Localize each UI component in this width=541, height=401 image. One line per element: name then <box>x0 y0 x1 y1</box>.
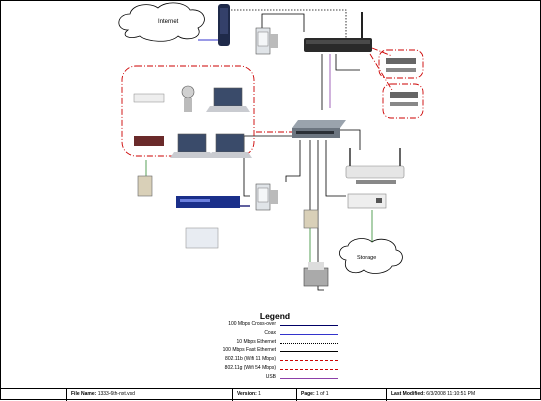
network-switch-icon <box>292 120 346 138</box>
cable-modem-icon <box>218 4 230 46</box>
switch-ap-line <box>332 129 361 150</box>
legend-title: Legend <box>259 311 291 321</box>
legend-item: 100 Mbps Cross-over <box>180 321 340 330</box>
switch-kvm-line <box>243 135 294 197</box>
internet-label: Internet <box>158 19 179 25</box>
legend-item: 802.11g (Wifi 54 Mbps) <box>180 365 340 374</box>
version-cell: Version: 1 <box>232 389 296 401</box>
legend-item: Coax <box>180 330 340 339</box>
legend-sample-ethernet-10 <box>280 342 338 344</box>
wireless-right-box-bottom <box>382 83 424 119</box>
laptop-icon-3 <box>208 133 252 158</box>
file-name-value: 1333-6th-nxt.vsd <box>97 391 135 397</box>
modified-cell: Last Modified: 6/3/2008 11:10:51 PM <box>386 389 541 401</box>
switch-nas-line <box>325 140 346 197</box>
page-cell: Page: 1 of 1 <box>296 389 386 401</box>
webcam-icon <box>181 85 195 112</box>
page-label: Page: <box>301 391 315 397</box>
internet-cloud: Internet <box>118 2 205 42</box>
file-name-label: File Name: <box>71 391 97 397</box>
laptop-icon-2 <box>170 133 214 158</box>
title-block: File Name: 1333-6th-nxt.vsd Version: 1 P… <box>0 388 541 401</box>
wireless-router-icon <box>304 12 372 52</box>
laptop-icon-1 <box>206 87 250 112</box>
storage-label: Storage <box>357 255 376 261</box>
kvm-switch-icon <box>176 196 240 208</box>
ethernet-10-line <box>228 9 347 42</box>
scanner-icon <box>185 227 219 249</box>
version-value: 1 <box>258 391 261 397</box>
modified-value: 6/3/2008 11:10:51 PM <box>426 391 476 397</box>
wireless-ap-small-icon <box>133 93 165 103</box>
access-point-icon <box>345 148 405 184</box>
legend-sample-crossover <box>280 325 338 326</box>
file-name-cell: File Name: 1333-6th-nxt.vsd <box>66 389 232 401</box>
router-phone-line <box>261 13 305 32</box>
legend-sample-80211g <box>280 368 338 370</box>
wireless-client-right-bottom <box>390 92 418 106</box>
wireless-client-right-top <box>386 58 416 72</box>
printer-icon <box>303 262 329 287</box>
legend-sample-fast-ethernet <box>280 351 338 353</box>
router-line-right <box>335 54 360 71</box>
modified-label: Last Modified: <box>391 391 425 397</box>
legend-item: 802.11b (Wifi 11 Mbps) <box>180 356 340 365</box>
version-label: Version: <box>237 391 257 397</box>
legend-item: USB <box>180 374 340 383</box>
legend-item-label: 10 Mbps Ethernet <box>236 338 276 345</box>
legend-item-label: Coax <box>264 329 276 336</box>
legend-item: 10 Mbps Ethernet <box>180 339 340 348</box>
page-value: 1 of 1 <box>316 391 329 397</box>
legend: Legend 100 Mbps Cross-over Coax 10 Mbps … <box>180 311 340 383</box>
legend-sample-usb <box>280 377 338 379</box>
wifi-link-right-top <box>371 47 393 57</box>
legend-item-label: USB <box>265 373 276 380</box>
legend-sample-coax <box>280 333 338 335</box>
legend-item-label: 100 Mbps Fast Ethernet <box>222 347 276 354</box>
pc-tower-left-icon <box>137 175 153 197</box>
dsl-modem-icon <box>134 136 164 146</box>
legend-item-label: 100 Mbps Cross-over <box>228 321 276 327</box>
phone-adapter-icon <box>255 27 278 55</box>
phone-adapter-lower-icon <box>255 183 278 211</box>
legend-item-label: 802.11b (Wifi 11 Mbps) <box>225 356 276 363</box>
nas-icon <box>347 193 387 209</box>
switch-printer-line <box>317 140 324 291</box>
wifi-link-right-mid <box>369 53 393 91</box>
legend-item-label: 802.11g (Wifi 54 Mbps) <box>224 364 276 371</box>
legend-item: 100 Mbps Fast Ethernet <box>180 347 340 356</box>
storage-cloud: Storage <box>339 238 403 274</box>
legend-sample-80211b <box>280 360 338 362</box>
server-icon <box>303 209 319 229</box>
switch-phone-line <box>285 140 301 182</box>
wireless-right-box-top <box>378 49 424 79</box>
